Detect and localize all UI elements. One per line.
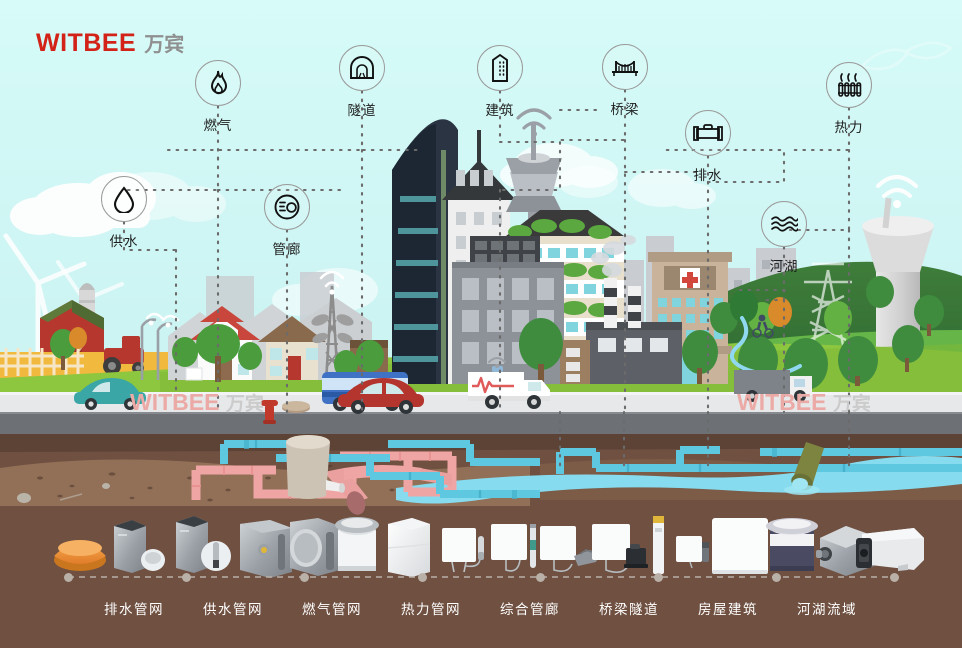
watermark-left: WITBEE 万宾: [130, 389, 264, 415]
node-label: 隧道: [347, 103, 377, 118]
trees: [50, 276, 944, 390]
rail-item-gas-network[interactable]: 燃气管网: [302, 602, 362, 617]
node-heating[interactable]: 热力: [799, 62, 899, 136]
rail-item-river-basin[interactable]: 河湖流域: [797, 602, 857, 617]
rail-item-water-network[interactable]: 供水管网: [203, 602, 263, 617]
node-label: 建筑: [485, 103, 515, 118]
brand-name-cn: 万宾: [144, 34, 185, 56]
node-water-supply[interactable]: 供水: [74, 176, 174, 250]
node-label: 管廊: [272, 242, 302, 257]
tunnel-icon: [339, 45, 385, 91]
rail-item-utility-tunnel[interactable]: 综合管廊: [500, 602, 560, 617]
radiator-icon: [826, 62, 872, 108]
pipe-valve-icon: [685, 110, 731, 156]
waves-icon: [761, 201, 807, 247]
node-label: 排水: [693, 168, 723, 183]
node-pipe-gallery[interactable]: 管廊: [237, 184, 337, 258]
node-label: 燃气: [203, 118, 233, 133]
brand-logo: WITBEE 万宾: [36, 28, 184, 58]
node-label: 供水: [109, 234, 139, 249]
node-tunnel[interactable]: 隧道: [312, 45, 412, 119]
node-drainage[interactable]: 排水: [658, 110, 758, 184]
truck: [734, 370, 812, 402]
node-gas[interactable]: 燃气: [168, 60, 268, 134]
rail-dot: [653, 572, 663, 582]
water-drop-icon: [101, 176, 147, 222]
brand-name: WITBEE: [36, 29, 137, 57]
device-row: [54, 516, 924, 578]
node-label: 热力: [834, 120, 864, 135]
bridge-icon: [602, 44, 648, 90]
rail-item-bridge-tunnel[interactable]: 桥梁隧道: [599, 602, 659, 617]
rail-item-drainage-network[interactable]: 排水管网: [104, 602, 164, 617]
watermark-right: WITBEE 万宾: [737, 389, 871, 415]
rail-dot: [417, 572, 427, 582]
node-river-lake[interactable]: 河湖: [734, 201, 834, 275]
fire-hydrant: [261, 400, 278, 424]
utility-vault: [286, 435, 345, 499]
cyclist: [752, 314, 774, 338]
building-icon: [477, 45, 523, 91]
ambulance: [468, 357, 550, 409]
radio-mast: [311, 270, 354, 383]
farm-scene: [0, 283, 168, 378]
rail-dot: [181, 572, 191, 582]
rail-dot: [299, 572, 309, 582]
rail-dot: [771, 572, 781, 582]
rail-dot: [535, 572, 545, 582]
flame-icon: [195, 60, 241, 106]
rail-item-heating-network[interactable]: 热力管网: [401, 602, 461, 617]
node-label: 桥梁: [610, 102, 640, 117]
rail-item-housing-building[interactable]: 房屋建筑: [698, 602, 758, 617]
vehicles: [74, 357, 812, 414]
pipe-network: [191, 440, 962, 515]
node-bridge[interactable]: 桥梁: [575, 44, 675, 118]
pipe-gallery-icon: [264, 184, 310, 230]
connector-lines: [122, 88, 851, 472]
rail-dot: [63, 572, 73, 582]
tractor: [103, 336, 144, 375]
node-building[interactable]: 建筑: [450, 45, 550, 119]
rail-dot: [889, 572, 899, 582]
factory: [586, 235, 682, 384]
node-label: 河湖: [769, 259, 799, 274]
